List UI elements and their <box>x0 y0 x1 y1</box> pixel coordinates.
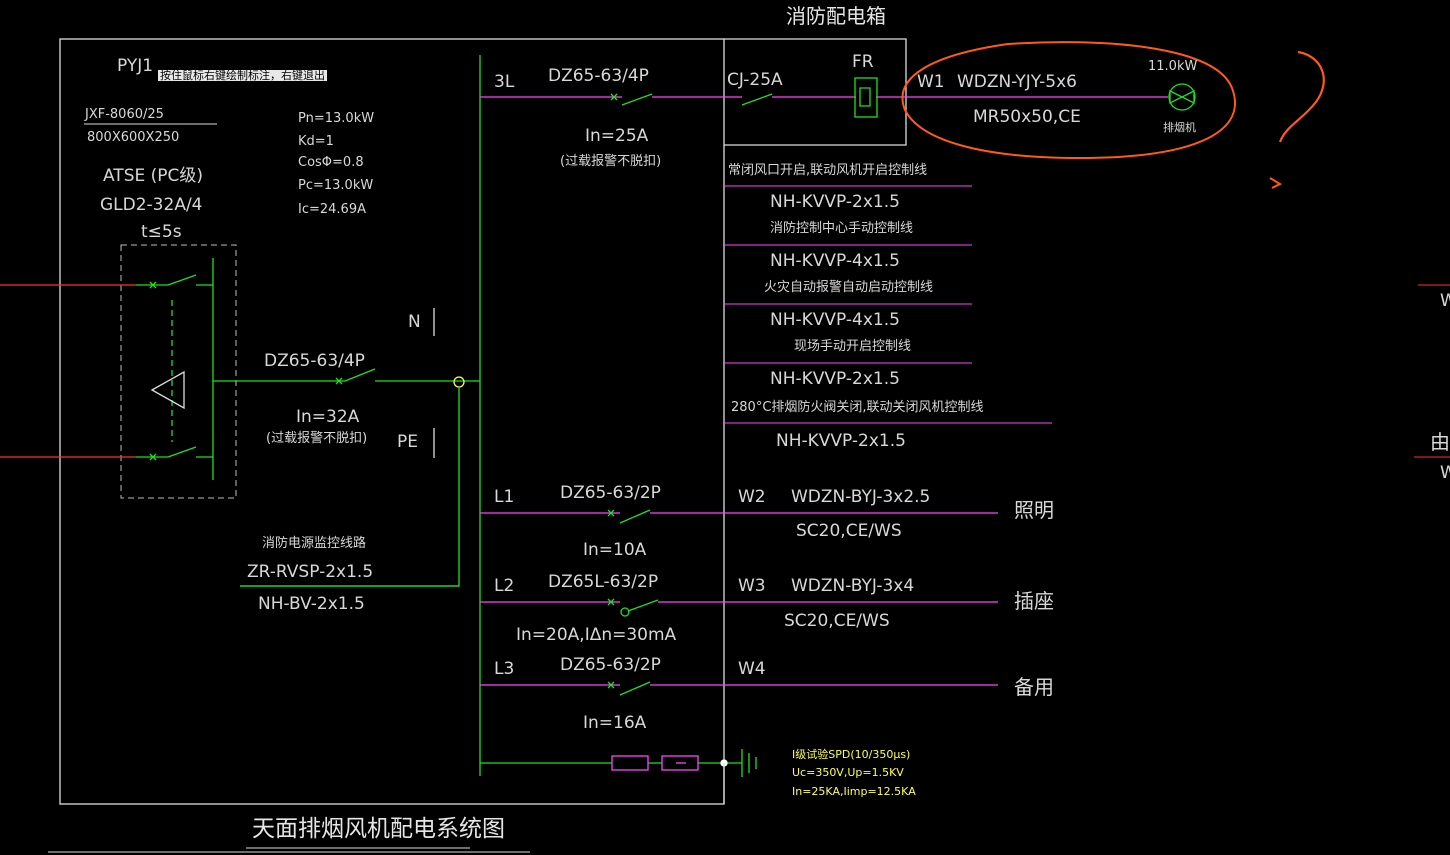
control-desc-4: 现场手动开启控制线 <box>794 339 912 354</box>
branch-l1-load: 照明 <box>1014 498 1054 522</box>
fan-contactor: CJ-25A <box>727 70 783 90</box>
fan-conduit: MR50x50,CE <box>973 107 1081 127</box>
box-size: 800X600X250 <box>87 130 180 145</box>
box-model: JXF-8060/25 <box>85 107 164 122</box>
fan-circuit-id: W1 <box>917 72 945 92</box>
param-kd: Kd=1 <box>298 134 334 149</box>
control-desc-2: 消防控制中心手动控制线 <box>770 221 914 236</box>
fr-relay-symbol <box>854 77 878 118</box>
atse-model: GLD2-32A/4 <box>100 195 203 215</box>
param-ic: Ic=24.69A <box>298 202 366 217</box>
spd-line-2: Uc=350V,Up=1.5KV <box>792 766 904 779</box>
atse-switch-symbol <box>136 258 214 480</box>
exhaust-fan-symbol <box>1168 83 1196 111</box>
annotation-question-mark <box>1278 50 1325 143</box>
upper-box-extension <box>724 38 907 146</box>
n-bus-node <box>453 376 465 388</box>
control-desc-1: 常闭风口开启,联动风机开启控制线 <box>728 163 928 178</box>
diagram-title: 天面排烟风机配电系统图 <box>252 816 505 842</box>
annotation-question-dot <box>1269 177 1283 189</box>
edge-text-2: 由配 <box>1430 430 1450 454</box>
monitor-title: 消防电源监控线路 <box>262 536 367 551</box>
control-cable-2: NH-KVVP-4x1.5 <box>770 251 900 271</box>
branch-l3-circuit: W4 <box>738 659 766 679</box>
spd-symbol <box>480 749 757 804</box>
branch-l1-phase: L1 <box>494 487 515 507</box>
branch-l3-breaker: DZ65-63/2P <box>560 655 661 675</box>
edge-text-1: W <box>1440 291 1450 311</box>
fan-load: 排烟机 <box>1163 121 1196 134</box>
branch-l2-rating: In=20A,IΔn=30mA <box>516 625 677 645</box>
branch-l3-phase: L3 <box>494 659 515 679</box>
branch-l2-phase: L2 <box>494 576 515 596</box>
param-cos: CosΦ=0.8 <box>298 155 364 170</box>
branch-l2-conduit: SC20,CE/WS <box>784 611 890 631</box>
branch-l2-breaker: DZ65L-63/2P <box>548 572 659 592</box>
atse-dashed-box <box>120 244 237 499</box>
spd-line-3: In=25KA,Iimp=12.5KA <box>792 785 916 798</box>
fan-relay: FR <box>852 52 874 72</box>
fan-phase: 3L <box>494 72 515 92</box>
control-cable-1: NH-KVVP-2x1.5 <box>770 192 900 212</box>
main-feed-line <box>213 368 480 385</box>
fan-power: 11.0kW <box>1148 59 1198 74</box>
control-cable-3: NH-KVVP-4x1.5 <box>770 310 900 330</box>
mouse-hint: 按住鼠标右键绘制标注，右键退出 <box>158 69 327 82</box>
fan-rating: In=25A <box>585 126 649 146</box>
main-breaker-rating: In=32A <box>296 407 360 427</box>
pe-label: PE <box>397 432 418 452</box>
atse-triangle <box>150 370 185 410</box>
branch-l2-cable: WDZN-BYJ-3x4 <box>791 576 915 596</box>
param-pc: Pc=13.0kW <box>298 178 374 193</box>
param-pn: Pn=13.0kW <box>298 111 375 126</box>
branch-l1-conduit: SC20,CE/WS <box>796 521 902 541</box>
control-desc-5: 280°C排烟防火阀关闭,联动关闭风机控制线 <box>731 400 984 415</box>
branch-l3-line <box>480 681 998 696</box>
branch-l1-cable: WDZN-BYJ-3x2.5 <box>791 487 931 507</box>
fan-note: (过载报警不脱扣) <box>560 154 662 169</box>
branch-l2-load: 插座 <box>1014 589 1054 613</box>
fan-breaker: DZ65-63/4P <box>548 66 649 86</box>
atse-label: ATSE (PC级) <box>103 166 204 186</box>
edge-text-3: W <box>1440 463 1450 483</box>
branch-l2-circuit: W3 <box>738 576 766 596</box>
branch-l1-rating: In=10A <box>583 540 647 560</box>
atse-time: t≤5s <box>141 222 182 242</box>
branch-l2-line <box>480 598 998 617</box>
main-breaker-note: (过载报警不脱扣) <box>266 431 368 446</box>
control-desc-3: 火灾自动报警自动启动控制线 <box>764 280 934 295</box>
fan-cable: WDZN-YJY-5x6 <box>957 72 1077 92</box>
branch-l1-circuit: W2 <box>738 487 766 507</box>
spd-line-1: Ⅰ级试验SPD(10/350μs) <box>792 748 911 761</box>
box-id: PYJ1 <box>117 56 154 76</box>
fan-circuit-line <box>480 93 1168 106</box>
branch-l3-load: 备用 <box>1014 675 1054 699</box>
annotation-ellipse <box>901 41 1236 160</box>
control-cable-4: NH-KVVP-2x1.5 <box>770 369 900 389</box>
branch-l3-rating: In=16A <box>583 713 647 733</box>
control-cable-5: NH-KVVP-2x1.5 <box>776 431 906 451</box>
branch-l1-breaker: DZ65-63/2P <box>560 483 661 503</box>
monitor-cable-1: ZR-RVSP-2x1.5 <box>247 562 374 582</box>
n-label: N <box>408 312 421 332</box>
monitor-cable-2: NH-BV-2x1.5 <box>258 594 365 614</box>
branch-l1-line <box>480 509 998 524</box>
box-title: 消防配电箱 <box>786 4 886 28</box>
main-breaker-model: DZ65-63/4P <box>264 351 365 371</box>
